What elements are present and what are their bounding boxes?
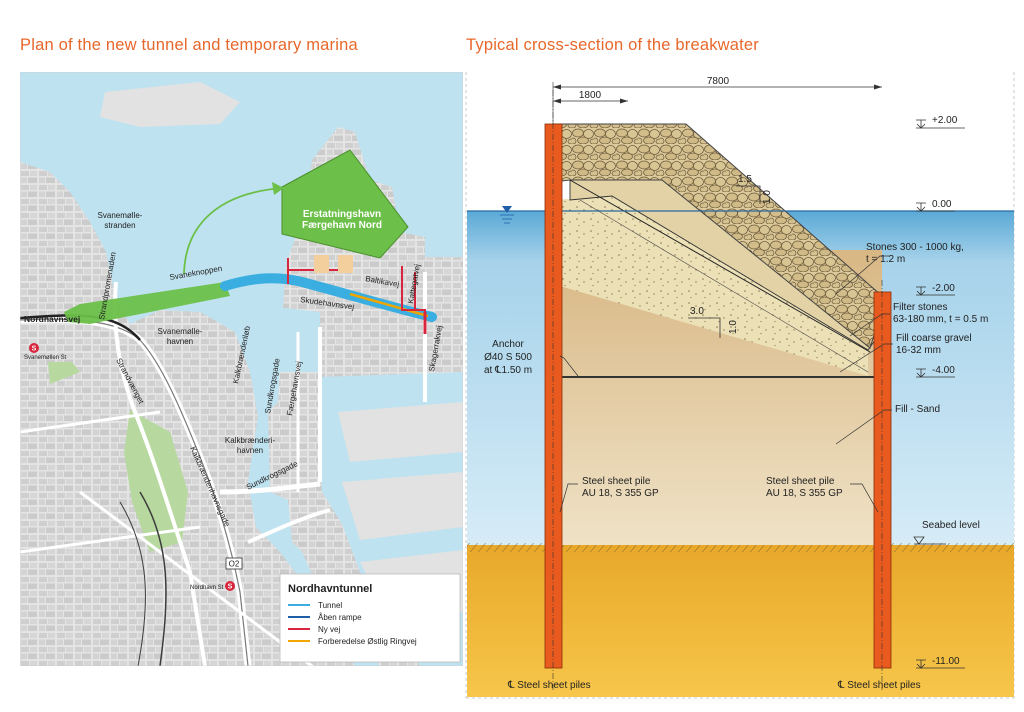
level-0: 0.00 [932,199,952,210]
slope1-v: 1.0 [762,190,773,204]
dim-7800-label: 7800 [707,76,730,87]
right-sheet-pile [873,291,892,669]
svanemollen-station-icon [29,343,39,353]
map-legend: Nordhavntunnel Tunnel Åben rampe Ny vej … [279,573,461,663]
svg-text:Kalkbrænderi-havnen: Kalkbrænderi-havnen [225,436,276,455]
level-minus-4: -4.00 [932,365,955,376]
slope2-v: 1.0 [728,320,739,334]
level-minus-2: -2.00 [932,283,955,294]
cl-right-label: ℄ Steel sheet piles [837,680,921,691]
o2-label: O2 [229,560,240,569]
svanemollen-st-label: Svanemøllen St [24,355,67,361]
svg-text:S: S [228,584,233,591]
stones-l2: t = 1.2 m [866,254,905,265]
legend-item-ny-vej: Ny vej [318,625,340,634]
pile-right-l1: Steel sheet pile [766,476,835,487]
pile-right-l2: AU 18, S 355 GP [766,488,843,499]
gravel-l1: Fill coarse gravel [896,333,972,344]
legend-item-tunnel: Tunnel [318,601,342,610]
svanemolle-stranden-l2: stranden [104,221,135,230]
dim-1800-label: 1800 [579,90,602,101]
svg-text:Svanemølle-stranden: Svanemølle-stranden [98,211,143,230]
relocation-arrow [183,187,283,275]
seabed-label: Seabed level [922,520,980,531]
pile-left-l2: AU 18, S 355 GP [582,488,659,499]
legend-title: Nordhavntunnel [288,583,372,595]
anchor-l2: Ø40 S 500 [484,352,532,363]
erstatningshavn-l1: Erstatningshavn [303,209,381,220]
section-title: Typical cross-section of the breakwater [466,36,760,54]
svaneknoppen-ramp [64,282,230,324]
pile-left-l1: Steel sheet pile [582,476,651,487]
legend-item-aaben-rampe: Åben rampe [318,613,362,622]
svg-text:Stones 300 - 1000 kg,t = 1.2 m: Stones 300 - 1000 kg,t = 1.2 m [866,242,964,265]
water [20,72,463,666]
level-markers [913,119,965,669]
left-sheet-pile [544,123,563,669]
fill-sand-label: Fill - Sand [895,404,940,415]
legend-item-ostlig-ringvej: Forberedelse Østlig Ringvej [318,637,417,646]
kalkbraenderi-havnen-l1: Kalkbrænderi- [225,436,276,445]
svanemolle-havnen-l2: havnen [167,337,193,346]
stones-l1: Stones 300 - 1000 kg, [866,242,964,253]
filter-l1: Filter stones [893,302,947,313]
nordhavnsvej-label: Nordhavnsvej [24,314,80,324]
svg-text:S: S [32,346,37,353]
svanemolle-stranden-l1: Svanemølle- [98,211,143,220]
nordhavn-station-icon [225,581,235,591]
cl-left-label: ℄ Steel sheet piles [507,680,591,691]
nordhavn-st-label: Nordhavn St [190,585,224,591]
slope2-h: 3.0 [690,306,704,317]
map-title: Plan of the new tunnel and temporary mar… [20,36,358,54]
tunnel-plan-map: S S O2 Svanemølle-stranden Strandpromena… [20,72,463,666]
kalkbraenderi-havnen-l2: havnen [237,446,263,455]
erstatningshavn-l2: Færgehavn Nord [302,220,382,231]
svg-text:Svanemølle-havnen: Svanemølle-havnen [158,327,203,346]
level-plus-2: +2.00 [932,115,958,126]
slope1-h: 1.5 [738,174,752,185]
anchor-l1: Anchor [492,339,524,350]
level-minus-11: -11.00 [932,656,960,667]
filter-l2: 63-180 mm, t = 0.5 m [893,314,988,325]
callout-lines [559,255,893,513]
anchor-l3: at ℄1.50 m [484,365,532,376]
svanemolle-havnen-l1: Svanemølle- [158,327,203,336]
gravel-l2: 16-32 mm [896,345,941,356]
coarse-gravel-area [553,196,868,376]
erstatningshavn-area [281,149,409,259]
